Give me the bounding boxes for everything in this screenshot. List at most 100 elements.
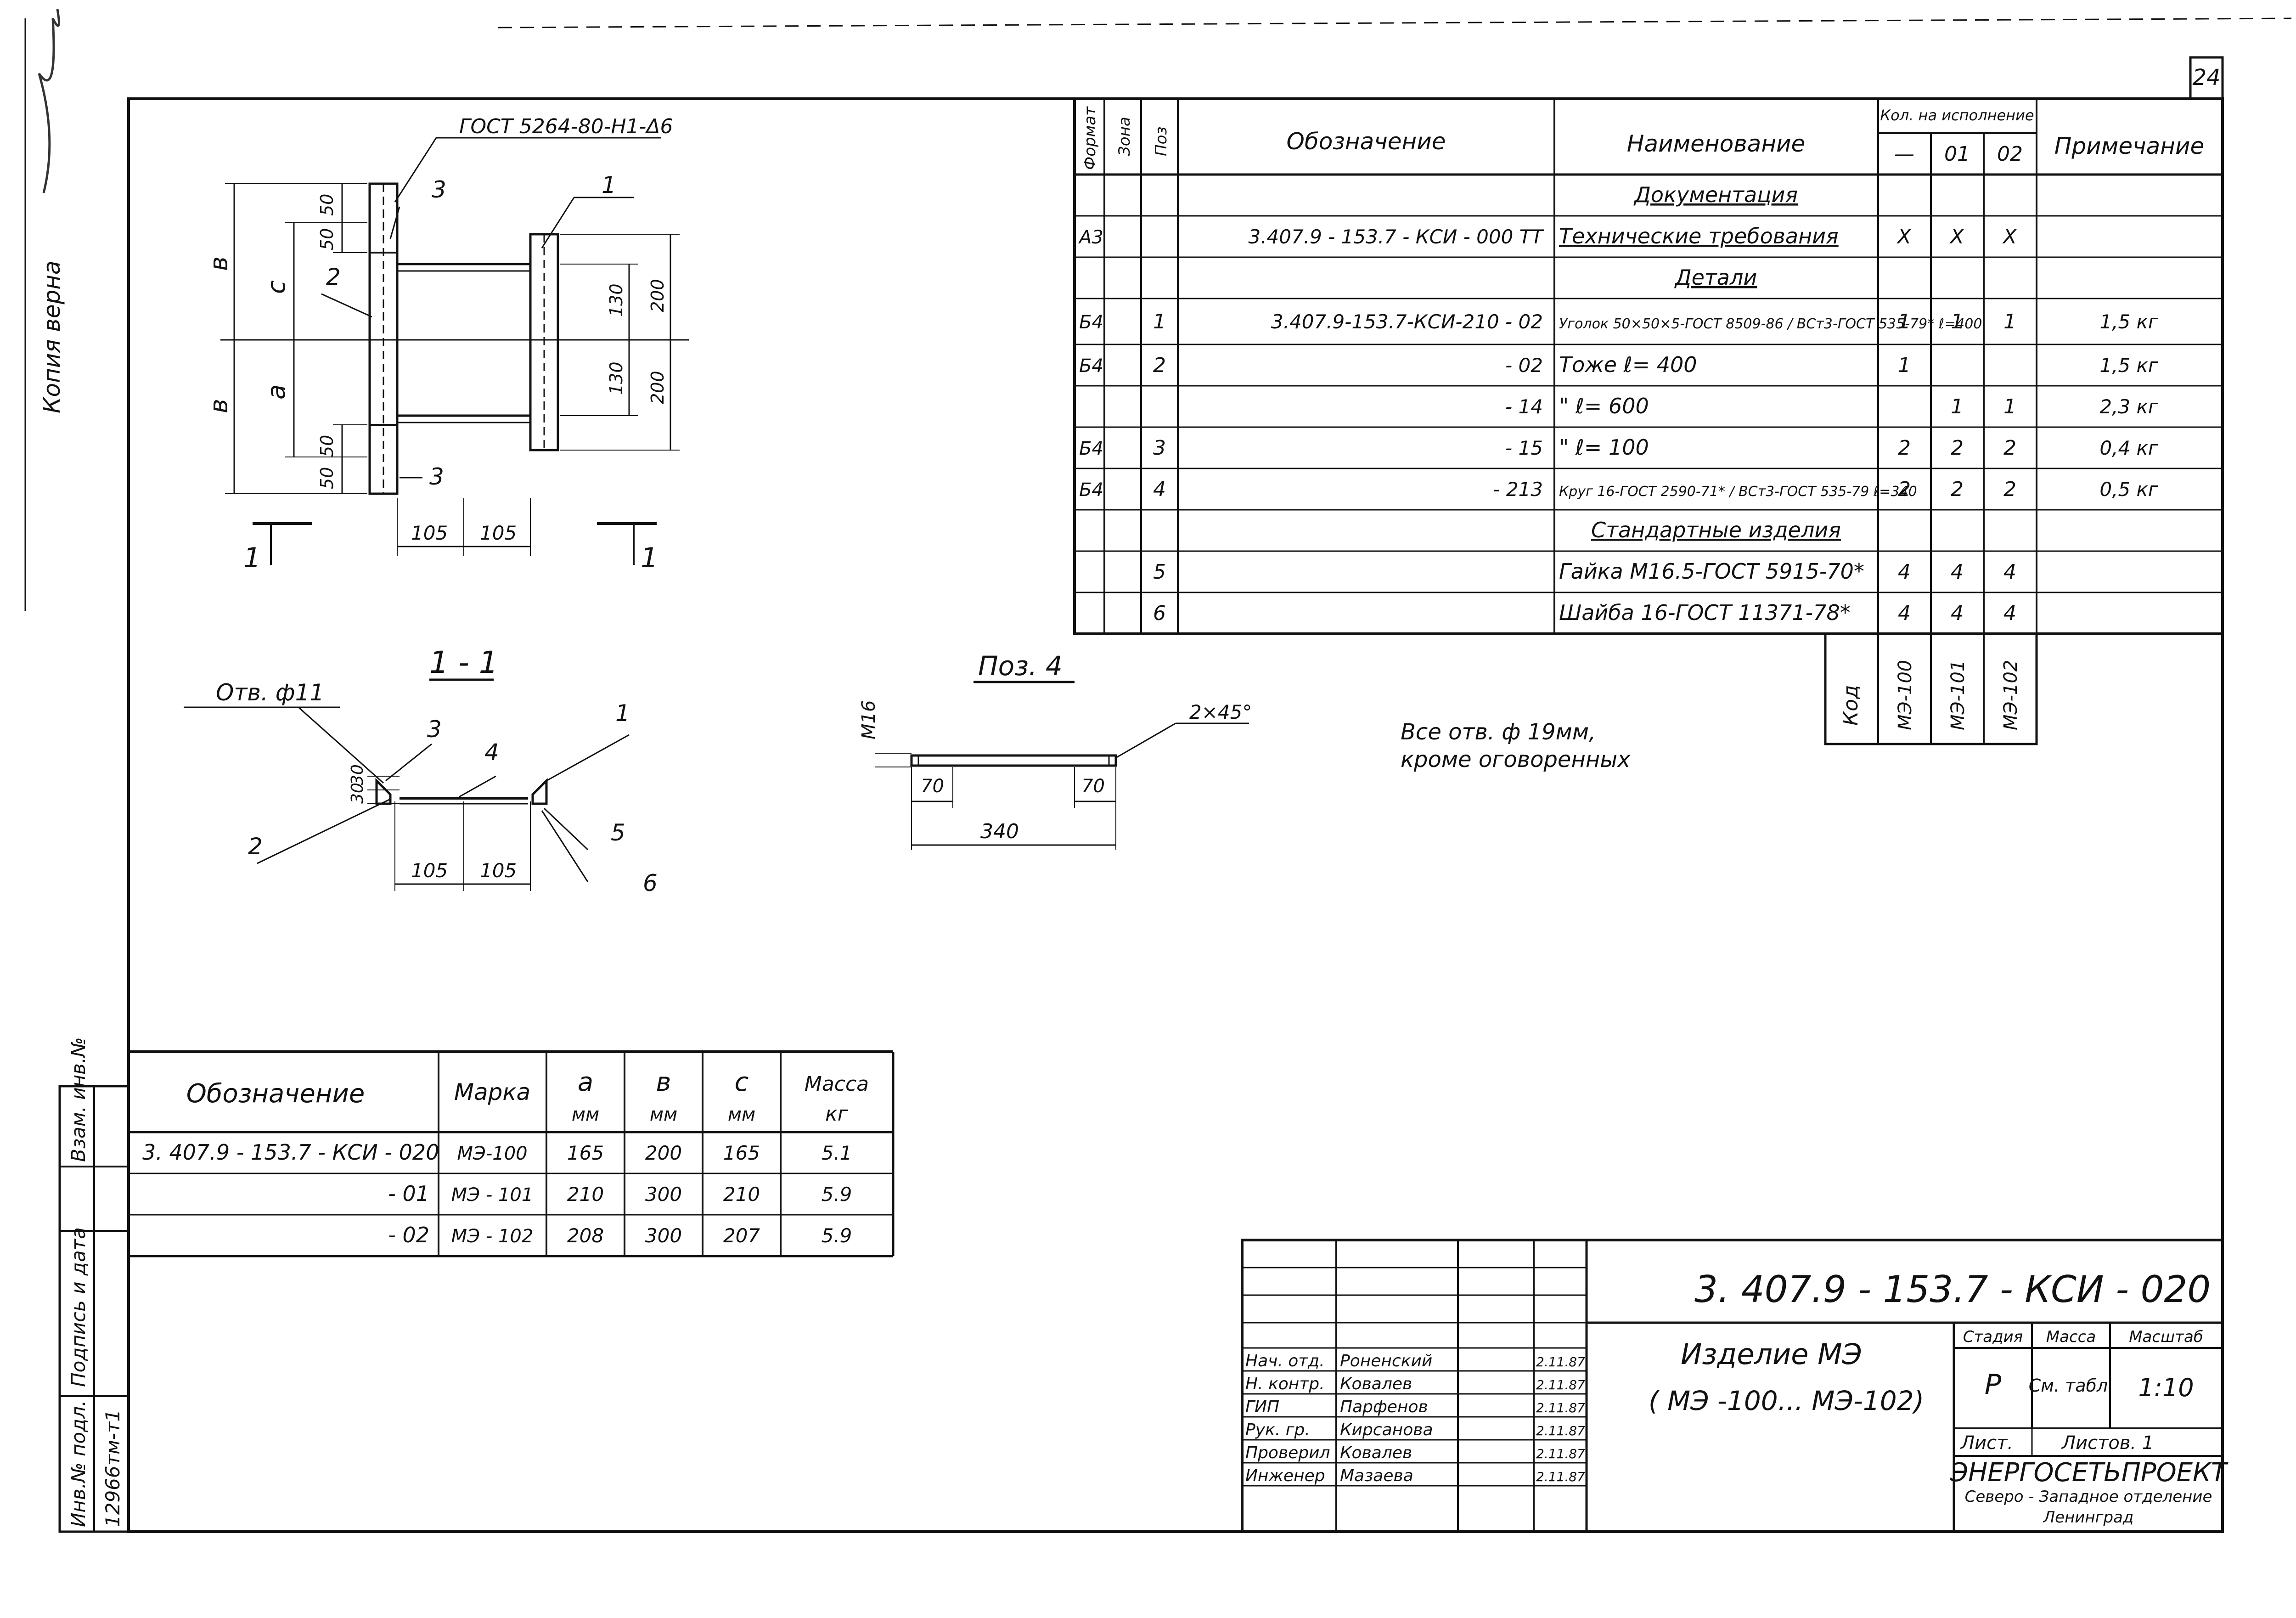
spec-note: 0,5 кг — [2099, 478, 2159, 501]
marks-mass: 5.9 — [822, 1183, 852, 1206]
marks-a: 165 — [567, 1142, 604, 1164]
svg-text:Масштаб: Масштаб — [2129, 1328, 2203, 1346]
copy-stamp: Копия верна — [39, 260, 65, 413]
svg-text:340: 340 — [980, 820, 1019, 843]
margin-inv-value: 12966тм-т1 — [101, 1409, 124, 1527]
svg-text:Формат: Формат — [1081, 106, 1099, 170]
spec-qty: 2 — [1951, 478, 1964, 501]
svg-text:Р: Р — [1985, 1369, 2002, 1401]
marks-designation: - 01 — [388, 1181, 429, 1206]
svg-text:2×45°: 2×45° — [1189, 701, 1252, 723]
spec-designation: 3.407.9 - 153.7 - КСИ - 000 ТТ — [1248, 226, 1544, 248]
svg-text:мм: мм — [572, 1104, 599, 1125]
spec-name: Шайба 16-ГОСТ 11371-78* — [1559, 600, 1851, 625]
pos4-view — [875, 681, 1249, 850]
general-note: Все отв. ф 19мм,кроме оговоренных — [1401, 719, 1631, 772]
spec-name: Технические требования — [1559, 224, 1839, 248]
spec-qty: 1 — [1898, 310, 1911, 333]
svg-text:3: 3 — [432, 176, 446, 203]
signer-role: Н. контр. — [1245, 1375, 1325, 1393]
section-title: 1 - 1 — [429, 645, 498, 680]
marks-c: 207 — [723, 1224, 760, 1247]
section-1-1-labels: 1 - 1 Отв. ф11 3 4 1 2 5 6 30 30 105 105 — [216, 645, 658, 896]
spec-name: Стандартные изделия — [1591, 518, 1841, 542]
spec-qty: 2 — [1898, 478, 1911, 501]
signer-role: Нач. отд. — [1245, 1352, 1325, 1370]
spec-pos: 4 — [1153, 478, 1166, 501]
marks-headers: Обозначение Марка а мм в мм с мм Масса к… — [186, 1067, 869, 1126]
svg-text:105: 105 — [480, 522, 517, 544]
svg-text:МЭ-102: МЭ-102 — [2000, 660, 2021, 730]
main-view-labels: ГОСТ 5264-80-Н1-Δ6 1 2 3 3 в с в а 50 50… — [204, 115, 673, 574]
svg-text:5: 5 — [611, 819, 625, 846]
svg-text:в: в — [204, 399, 233, 413]
svg-text:с: с — [735, 1067, 749, 1097]
spec-name: Гайка М16.5-ГОСТ 5915-70* — [1559, 559, 1864, 584]
pos4-title: Поз. 4 — [978, 650, 1063, 682]
signer-role: Инженер — [1245, 1466, 1325, 1485]
spec-qty: 1 — [2003, 395, 2016, 418]
spec-designation: - 14 — [1505, 395, 1543, 418]
spec-qty: 2 — [2003, 436, 2016, 460]
marks-a: 208 — [567, 1224, 604, 1247]
spec-qty: X — [2002, 225, 2017, 248]
signer-role: Рук. гр. — [1245, 1421, 1310, 1439]
spec-designation: - 15 — [1505, 437, 1543, 459]
spec-name: " ℓ= 600 — [1559, 394, 1649, 418]
spec-qty: X — [1949, 225, 1964, 248]
spec-qty: 4 — [1898, 560, 1911, 584]
spec-table — [1073, 97, 2224, 745]
code-row: Код МЭ-100 МЭ-101 МЭ-102 — [1839, 660, 2021, 730]
spec-qty: 1 — [1951, 310, 1964, 333]
spec-format: Б4 — [1079, 479, 1103, 501]
svg-text:50: 50 — [317, 194, 337, 216]
marks-mark: МЭ - 102 — [451, 1226, 534, 1247]
svg-text:130: 130 — [606, 283, 626, 317]
svg-text:130: 130 — [606, 361, 626, 395]
svg-text:Марка: Марка — [454, 1079, 530, 1105]
spec-qty: X — [1896, 225, 1912, 248]
svg-text:Наименование: Наименование — [1627, 130, 1806, 157]
gost-label: ГОСТ 5264-80-Н1-Δ6 — [459, 115, 673, 138]
spec-name: Детали — [1674, 265, 1757, 290]
spec-qty: 1 — [1898, 354, 1911, 377]
svg-text:Кол. на исполнение: Кол. на исполнение — [1880, 107, 2034, 124]
spec-name: Круг 16-ГОСТ 2590-71* / ВСт3-ГОСТ 535-79… — [1559, 484, 1917, 500]
svg-text:2: 2 — [326, 264, 341, 290]
marks-a: 210 — [567, 1183, 604, 1206]
spec-note: 2,3 кг — [2099, 395, 2159, 418]
svg-text:50: 50 — [317, 435, 337, 457]
spec-designation: 3.407.9-153.7-КСИ-210 - 02 — [1271, 310, 1543, 333]
signer-name: Мазаева — [1340, 1466, 1413, 1485]
margin-vzam: Взам. инв.№ — [67, 1037, 90, 1162]
marks-mark: МЭ-100 — [457, 1143, 527, 1164]
spec-qty: 4 — [2003, 560, 2016, 584]
spec-qty: 4 — [1898, 602, 1911, 625]
svg-text:Стадия: Стадия — [1963, 1328, 2023, 1346]
signer-date: 2.11.87 — [1536, 1469, 1585, 1484]
svg-text:мм: мм — [728, 1104, 755, 1125]
svg-text:200: 200 — [647, 371, 668, 404]
svg-text:Поз: Поз — [1152, 127, 1171, 156]
spec-note: 1,5 кг — [2099, 354, 2159, 377]
spec-designation: - 02 — [1505, 354, 1543, 377]
svg-text:4: 4 — [484, 739, 499, 766]
svg-text:02: 02 — [1997, 142, 2023, 166]
spec-pos: 6 — [1153, 602, 1166, 625]
svg-text:Листов. 1: Листов. 1 — [2061, 1432, 2154, 1454]
svg-text:Северо - Западное отделение: Северо - Западное отделение — [1965, 1488, 2212, 1506]
svg-text:3: 3 — [427, 716, 442, 743]
spec-format: Б4 — [1079, 438, 1103, 459]
signer-date: 2.11.87 — [1536, 1423, 1585, 1438]
svg-text:50: 50 — [317, 228, 337, 250]
svg-text:Масса: Масса — [2046, 1328, 2096, 1346]
svg-text:105: 105 — [480, 859, 517, 882]
marks-mark: МЭ - 101 — [451, 1184, 534, 1206]
svg-text:МЭ-100: МЭ-100 — [1895, 660, 1916, 730]
spec-qty: 1 — [2003, 310, 2016, 333]
svg-text:Изделие МЭ: Изделие МЭ — [1681, 1337, 1862, 1371]
marks-b: 300 — [645, 1183, 682, 1206]
svg-text:Лист.: Лист. — [1960, 1432, 2013, 1454]
spec-format: Б4 — [1079, 355, 1103, 377]
